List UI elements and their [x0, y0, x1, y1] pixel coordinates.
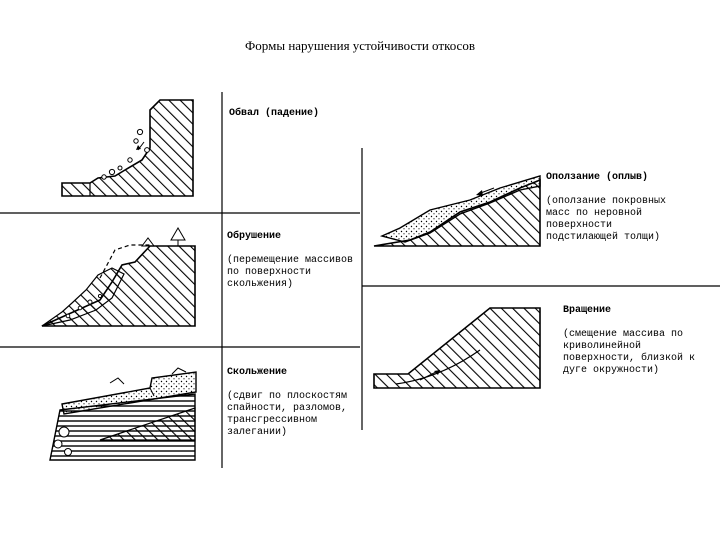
creep-label: Оползание (оплыв) (оползание покровных м… — [546, 160, 666, 256]
creep-heading: Оползание (оплыв) — [546, 172, 649, 183]
slide-description: (сдвиг по плоскостям спайности, разломов… — [227, 391, 348, 438]
creep-description: (оползание покровных масс по неровной по… — [546, 196, 667, 243]
collapse-diagram — [41, 227, 196, 327]
rotation-diagram — [373, 307, 541, 389]
collapse-heading: Обрушение — [227, 231, 282, 242]
collapse-description: (перемещение массивов по поверхности ско… — [227, 255, 354, 290]
collapse-label: Обрушение (перемещение массивов по повер… — [227, 219, 353, 303]
page-title: Формы нарушения устойчивости откосов — [245, 38, 475, 53]
fall-diagram — [61, 99, 194, 197]
fall-heading: Обвал (падение) — [229, 108, 320, 119]
rotation-heading: Вращение — [563, 305, 612, 316]
slide-label: Скольжение (сдвиг по плоскостям спайност… — [227, 355, 347, 451]
grid-lines — [0, 92, 720, 468]
slide-heading: Скольжение — [227, 367, 288, 378]
fall-label: Обвал (падение) — [229, 96, 319, 144]
rotation-label: Вращение (смещение массива по криволиней… — [563, 293, 695, 389]
creep-diagram — [373, 175, 541, 247]
rotation-description: (смещение массива по криволинейной повер… — [563, 329, 696, 376]
slide-diagram — [49, 367, 197, 461]
